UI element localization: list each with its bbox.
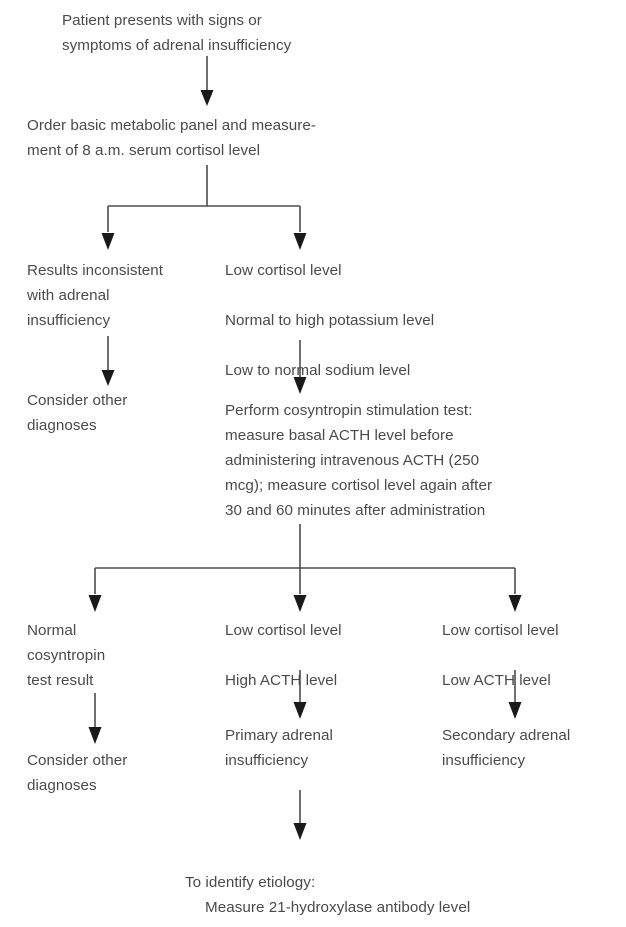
node-order-tests: Order basic metabolic panel and measure-… — [27, 117, 317, 159]
node-cosyntropin-test: Perform cosyntropin stimulation test: me… — [225, 402, 493, 519]
node-start: Patient presents with signs or symptoms … — [62, 12, 292, 54]
node-secondary-adrenal-insufficiency: Secondary adrenal insufficiency — [442, 727, 571, 769]
node-normal-cosyntropin-result: Normal cosyntropin test result — [27, 622, 106, 689]
node-low-cortisol-high-acth: Low cortisol level High ACTH level — [225, 622, 342, 689]
node-results-inconsistent: Results inconsistent with adrenal insuff… — [27, 262, 164, 329]
node-low-cortisol-low-acth: Low cortisol level Low ACTH level — [442, 622, 559, 689]
node-etiology-workup: To identify etiology: Measure 21-hydroxy… — [185, 845, 626, 927]
branch-order-tests-two-way — [101, 165, 307, 250]
etiology-item-measure-antibody: Measure 21-hydroxylase antibody level — [205, 899, 471, 916]
arrow-start-to-order-tests — [200, 56, 214, 106]
arrow-results-to-consider-other-1 — [101, 336, 115, 386]
node-primary-adrenal-insufficiency: Primary adrenal insufficiency — [225, 727, 333, 769]
branch-cosyntropin-three-way — [88, 524, 522, 612]
node-low-cortisol-panel: Low cortisol level Normal to high potass… — [225, 262, 435, 379]
arrow-normal-to-consider-other-2 — [88, 693, 102, 744]
node-consider-other-diagnoses-1: Consider other diagnoses — [27, 392, 128, 434]
node-consider-other-diagnoses-2: Consider other diagnoses — [27, 752, 128, 794]
etiology-heading: To identify etiology: — [185, 874, 316, 891]
arrow-primary-to-etiology — [293, 790, 307, 840]
